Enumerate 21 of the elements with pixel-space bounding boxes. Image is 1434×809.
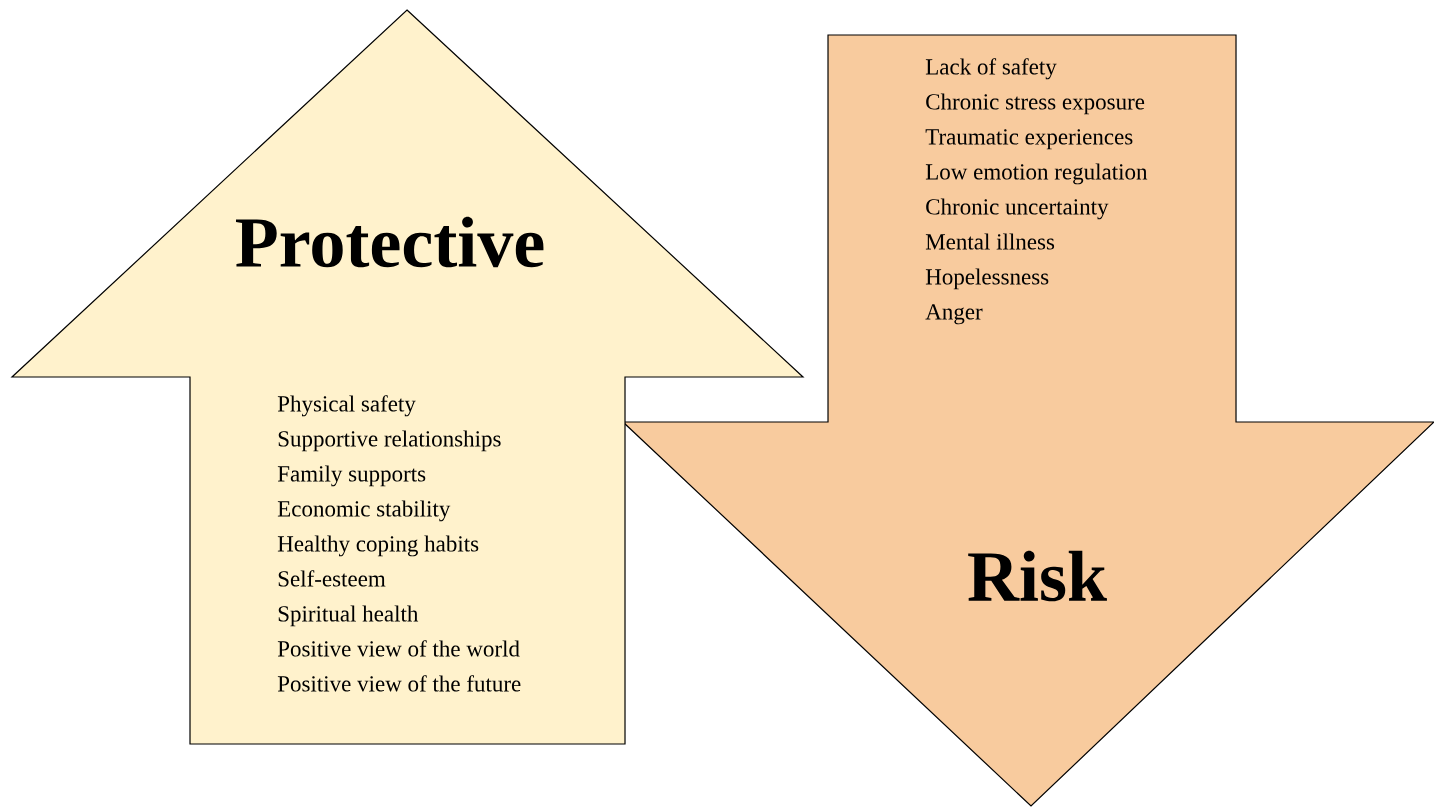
item-list: Lack of safety Chronic stress exposure Traumatic experiences Low emotion regulation Chronic uncertainty Mental illness Hopelessness Anger [925, 58, 1148, 325]
node-label: Low emotion regulation [925, 163, 1148, 185]
node-label: Anger [925, 304, 983, 325]
node-label: Supportive relationships [278, 430, 501, 452]
item-list: Physical safety Supportive relationships Family supports Economic stability Healthy coping habits Self-esteem Spiritual health Positive view of the world Positive view of the future [277, 395, 521, 692]
node-label: Healthy coping habits [277, 535, 479, 557]
heading: Protective [236, 216, 544, 268]
node-label: Self-esteem [278, 570, 386, 587]
node-label: Physical safety [277, 395, 416, 417]
node-label: Mental illness [925, 233, 1055, 250]
node-label: Lack of safety [925, 58, 1057, 80]
node-label: Positive view of the future [277, 675, 521, 692]
node-label: Chronic stress exposure [926, 93, 1145, 115]
node-label: Family supports [277, 465, 426, 487]
node-label: Economic stability [277, 500, 451, 522]
node-label: Positive view of the world [277, 640, 520, 657]
node-label: Traumatic experiences [925, 129, 1133, 150]
heading: Risk [968, 550, 1107, 602]
node-label: Spiritual health [278, 605, 419, 627]
node-label: Chronic uncertainty [926, 198, 1109, 220]
node-label: Hopelessness [925, 268, 1049, 290]
